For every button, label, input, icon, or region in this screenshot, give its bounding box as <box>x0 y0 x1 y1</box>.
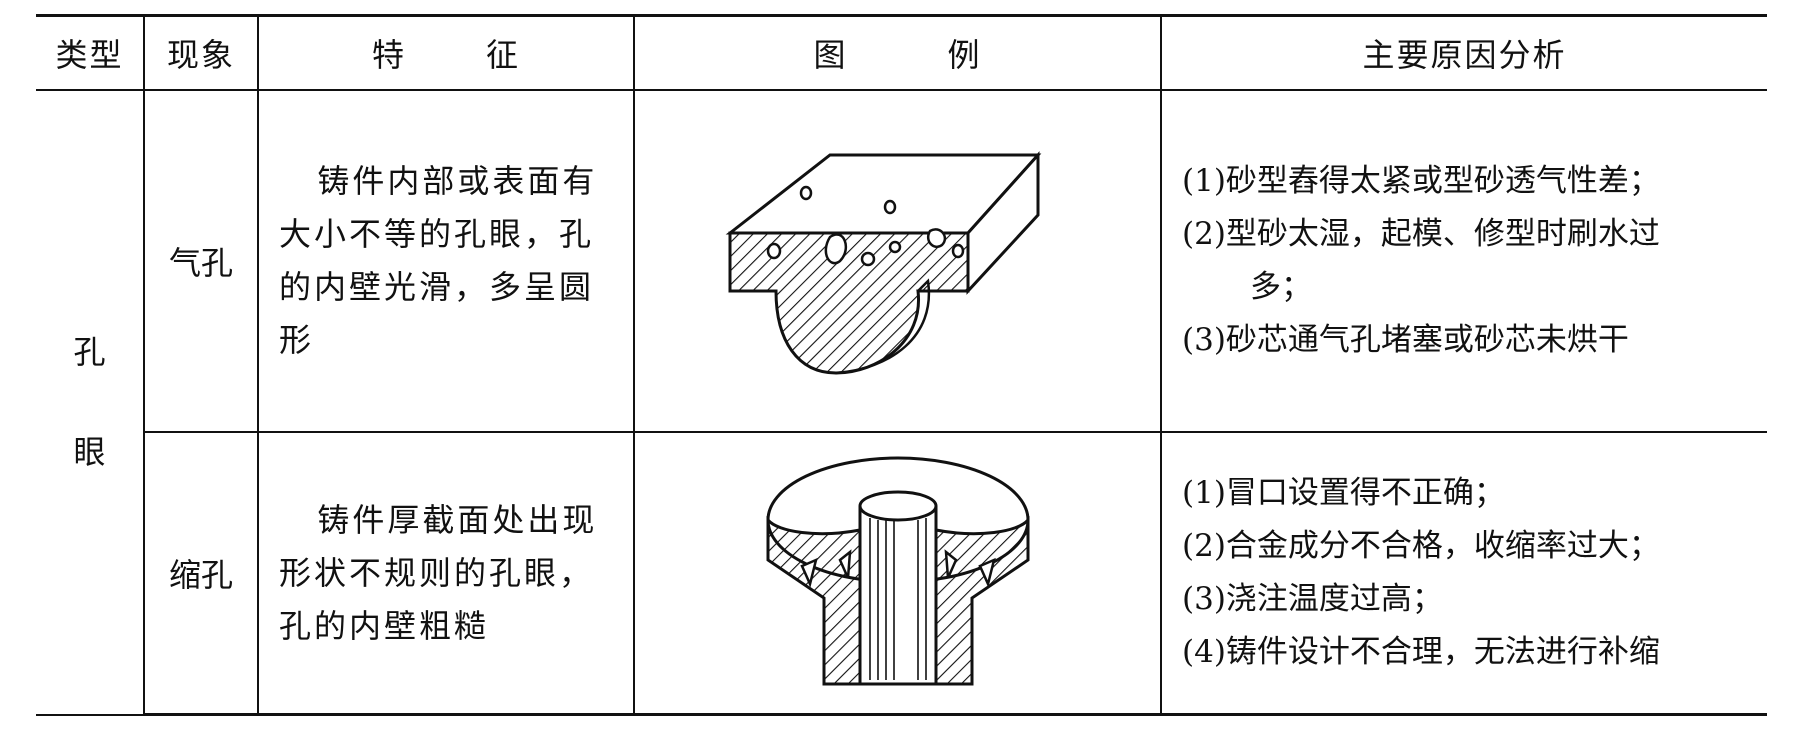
header-feature-a: 特 <box>371 36 406 74</box>
cause-item-continued: 多； <box>1250 269 1312 305</box>
type-label-2: 眼 <box>73 433 106 472</box>
header-cause: 主要原因分析 <box>1160 14 1767 91</box>
feature-text: 铸件厚截面处出现形状不规则的孔眼，孔的内壁粗糙 <box>279 500 598 645</box>
header-figure: 图例 <box>633 14 1162 91</box>
header-row: 类型 现象 特征 图例 主要原因分析 <box>36 14 1767 91</box>
header-feature-b: 征 <box>486 36 521 74</box>
cause-item: (4)铸件设计不合理，无法进行补缩 <box>1182 634 1660 670</box>
figure-cell <box>633 432 1162 716</box>
header-figure-b: 例 <box>947 36 982 74</box>
cause-cell: (1)冒口设置得不正确； (2)合金成分不合格，收缩率过大； (3)浇注温度过高… <box>1160 432 1767 716</box>
feature-cell: 铸件内部或表面有大小不等的孔眼，孔的内壁光滑，多呈圆形 <box>257 90 635 433</box>
gas-hole-illustration <box>725 151 1041 375</box>
cause-item: (3)浇注温度过高； <box>1182 581 1443 617</box>
cause-item: (3)砂芯通气孔堵塞或砂芯未烘干 <box>1182 322 1629 358</box>
type-label-1: 孔 <box>73 333 106 372</box>
table-row: 孔 眼 气孔 铸件内部或表面有大小不等的孔眼，孔的内壁光滑，多呈圆形 <box>36 90 1767 716</box>
figure-cell <box>633 90 1162 433</box>
cause-cell: (1)砂型舂得太紧或型砂透气性差； (2)型砂太湿，起模、修型时刷水过 多； (… <box>1160 90 1767 433</box>
table-row: 缩孔 铸件厚截面处出现形状不规则的孔眼，孔的内壁粗糙 <box>36 432 1767 716</box>
header-figure-a: 图 <box>813 36 848 74</box>
phenomenon-cell: 缩孔 <box>144 432 259 716</box>
feature-text: 铸件内部或表面有大小不等的孔眼，孔的内壁光滑，多呈圆形 <box>279 162 598 359</box>
defect-table: 类型 现象 特征 图例 主要原因分析 孔 眼 气孔 铸件内部或表面有大小不等的孔… <box>36 14 1767 716</box>
cause-item: (1)砂型舂得太紧或型砂透气性差； <box>1182 163 1660 199</box>
header-feature: 特征 <box>257 14 635 91</box>
header-type: 类型 <box>36 14 145 91</box>
cause-item: (2)合金成分不合格，收缩率过大； <box>1182 528 1660 564</box>
type-cell: 孔 眼 <box>36 90 145 716</box>
feature-cell: 铸件厚截面处出现形状不规则的孔眼，孔的内壁粗糙 <box>257 432 635 716</box>
cause-item: (2)型砂太湿，起模、修型时刷水过 <box>1182 216 1660 252</box>
shrinkage-hole-illustration <box>766 456 1029 686</box>
header-phenomenon: 现象 <box>143 14 259 91</box>
cause-item: (1)冒口设置得不正确； <box>1182 475 1505 511</box>
phenomenon-cell: 气孔 <box>143 90 259 433</box>
